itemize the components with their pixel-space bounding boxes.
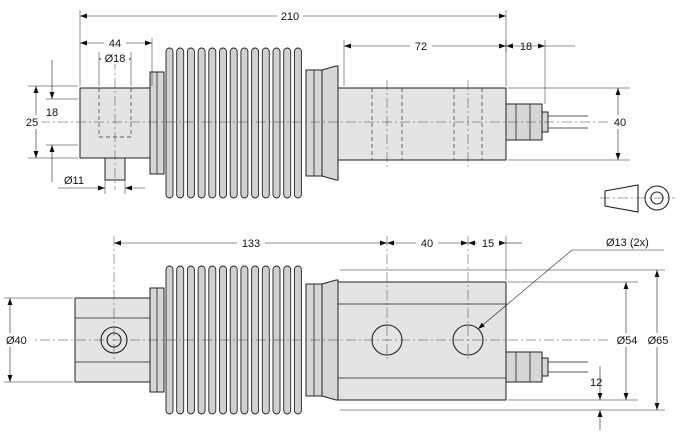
bellows-rib [283, 47, 292, 199]
bellows-rib [208, 47, 217, 199]
bellows-rib [197, 47, 206, 199]
top-beam-arm [337, 87, 507, 161]
dim-overall-height: Ø65 [648, 335, 669, 347]
dim-width-right: 40 [614, 117, 626, 129]
bellows-rib [219, 47, 227, 199]
bellows-rib [261, 47, 270, 199]
dim-hole-spacing: 40 [421, 238, 433, 250]
bellows-rib [229, 47, 238, 199]
projection-symbol [600, 184, 675, 213]
dim-bore-dia: Ø18 [105, 53, 126, 65]
front-beam-arm [337, 281, 507, 401]
dim-overall-length: 210 [281, 11, 299, 23]
bellows-rib [240, 47, 249, 199]
top-view: 210 44 Ø18 72 18 25 18 [22, 8, 632, 199]
dim-end-block-width: 44 [109, 38, 121, 50]
dim-first-hole: 133 [242, 238, 260, 250]
bellows-rib [165, 47, 174, 199]
dim-height-inner: 18 [46, 107, 58, 119]
dim-hole-callout: Ø13 (2x) [606, 237, 649, 249]
front-view: 133 40 15 Ø13 (2x) Ø40 Ø54 Ø65 12 [4, 235, 672, 430]
dim-body-height: Ø54 [617, 335, 638, 347]
top-end-block [79, 87, 153, 159]
front-cable-gland [505, 351, 543, 383]
dim-height-outer: 25 [26, 117, 38, 129]
bellows-rib [251, 47, 260, 199]
dim-hole-edge: 15 [482, 238, 494, 250]
top-bellows [165, 47, 302, 199]
bellows-rib [293, 47, 302, 199]
bellows-rib [272, 47, 281, 199]
dim-pin-dia: Ø11 [64, 175, 84, 187]
dim-left-dia: Ø40 [6, 335, 27, 347]
bellows-rib [176, 47, 185, 199]
dim-end-offset: 18 [520, 41, 532, 53]
bellows-rib [186, 47, 195, 199]
front-mount-hole-2 [452, 324, 484, 356]
dim-mount-spacing: 72 [415, 41, 427, 53]
dim-bottom-offset: 12 [590, 377, 602, 389]
